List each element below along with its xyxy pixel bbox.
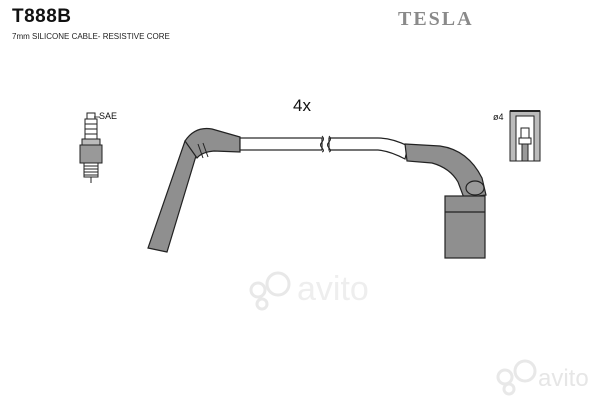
quantity-label: 4x [293,96,311,115]
watermark-logo-icon [496,359,537,396]
plug-type-label: SAE [99,111,118,121]
part-number: T888B [12,6,72,27]
cable-description: 7mm SILICONE CABLE- RESISTIVE CORE [12,32,170,41]
cable-break-icon [320,135,331,153]
terminal-connector-icon [509,110,541,162]
watermark-logo-icon [249,271,291,311]
watermark-text: avito [297,270,369,308]
coil-boot [404,143,487,259]
ignition-cable [239,137,409,160]
spark-plug-icon [79,112,103,183]
watermark-text: avito [538,365,589,392]
plug-boot [147,127,241,253]
brand-logo: TESLA [398,8,474,30]
terminal-diameter-label: ø4 [493,112,504,122]
